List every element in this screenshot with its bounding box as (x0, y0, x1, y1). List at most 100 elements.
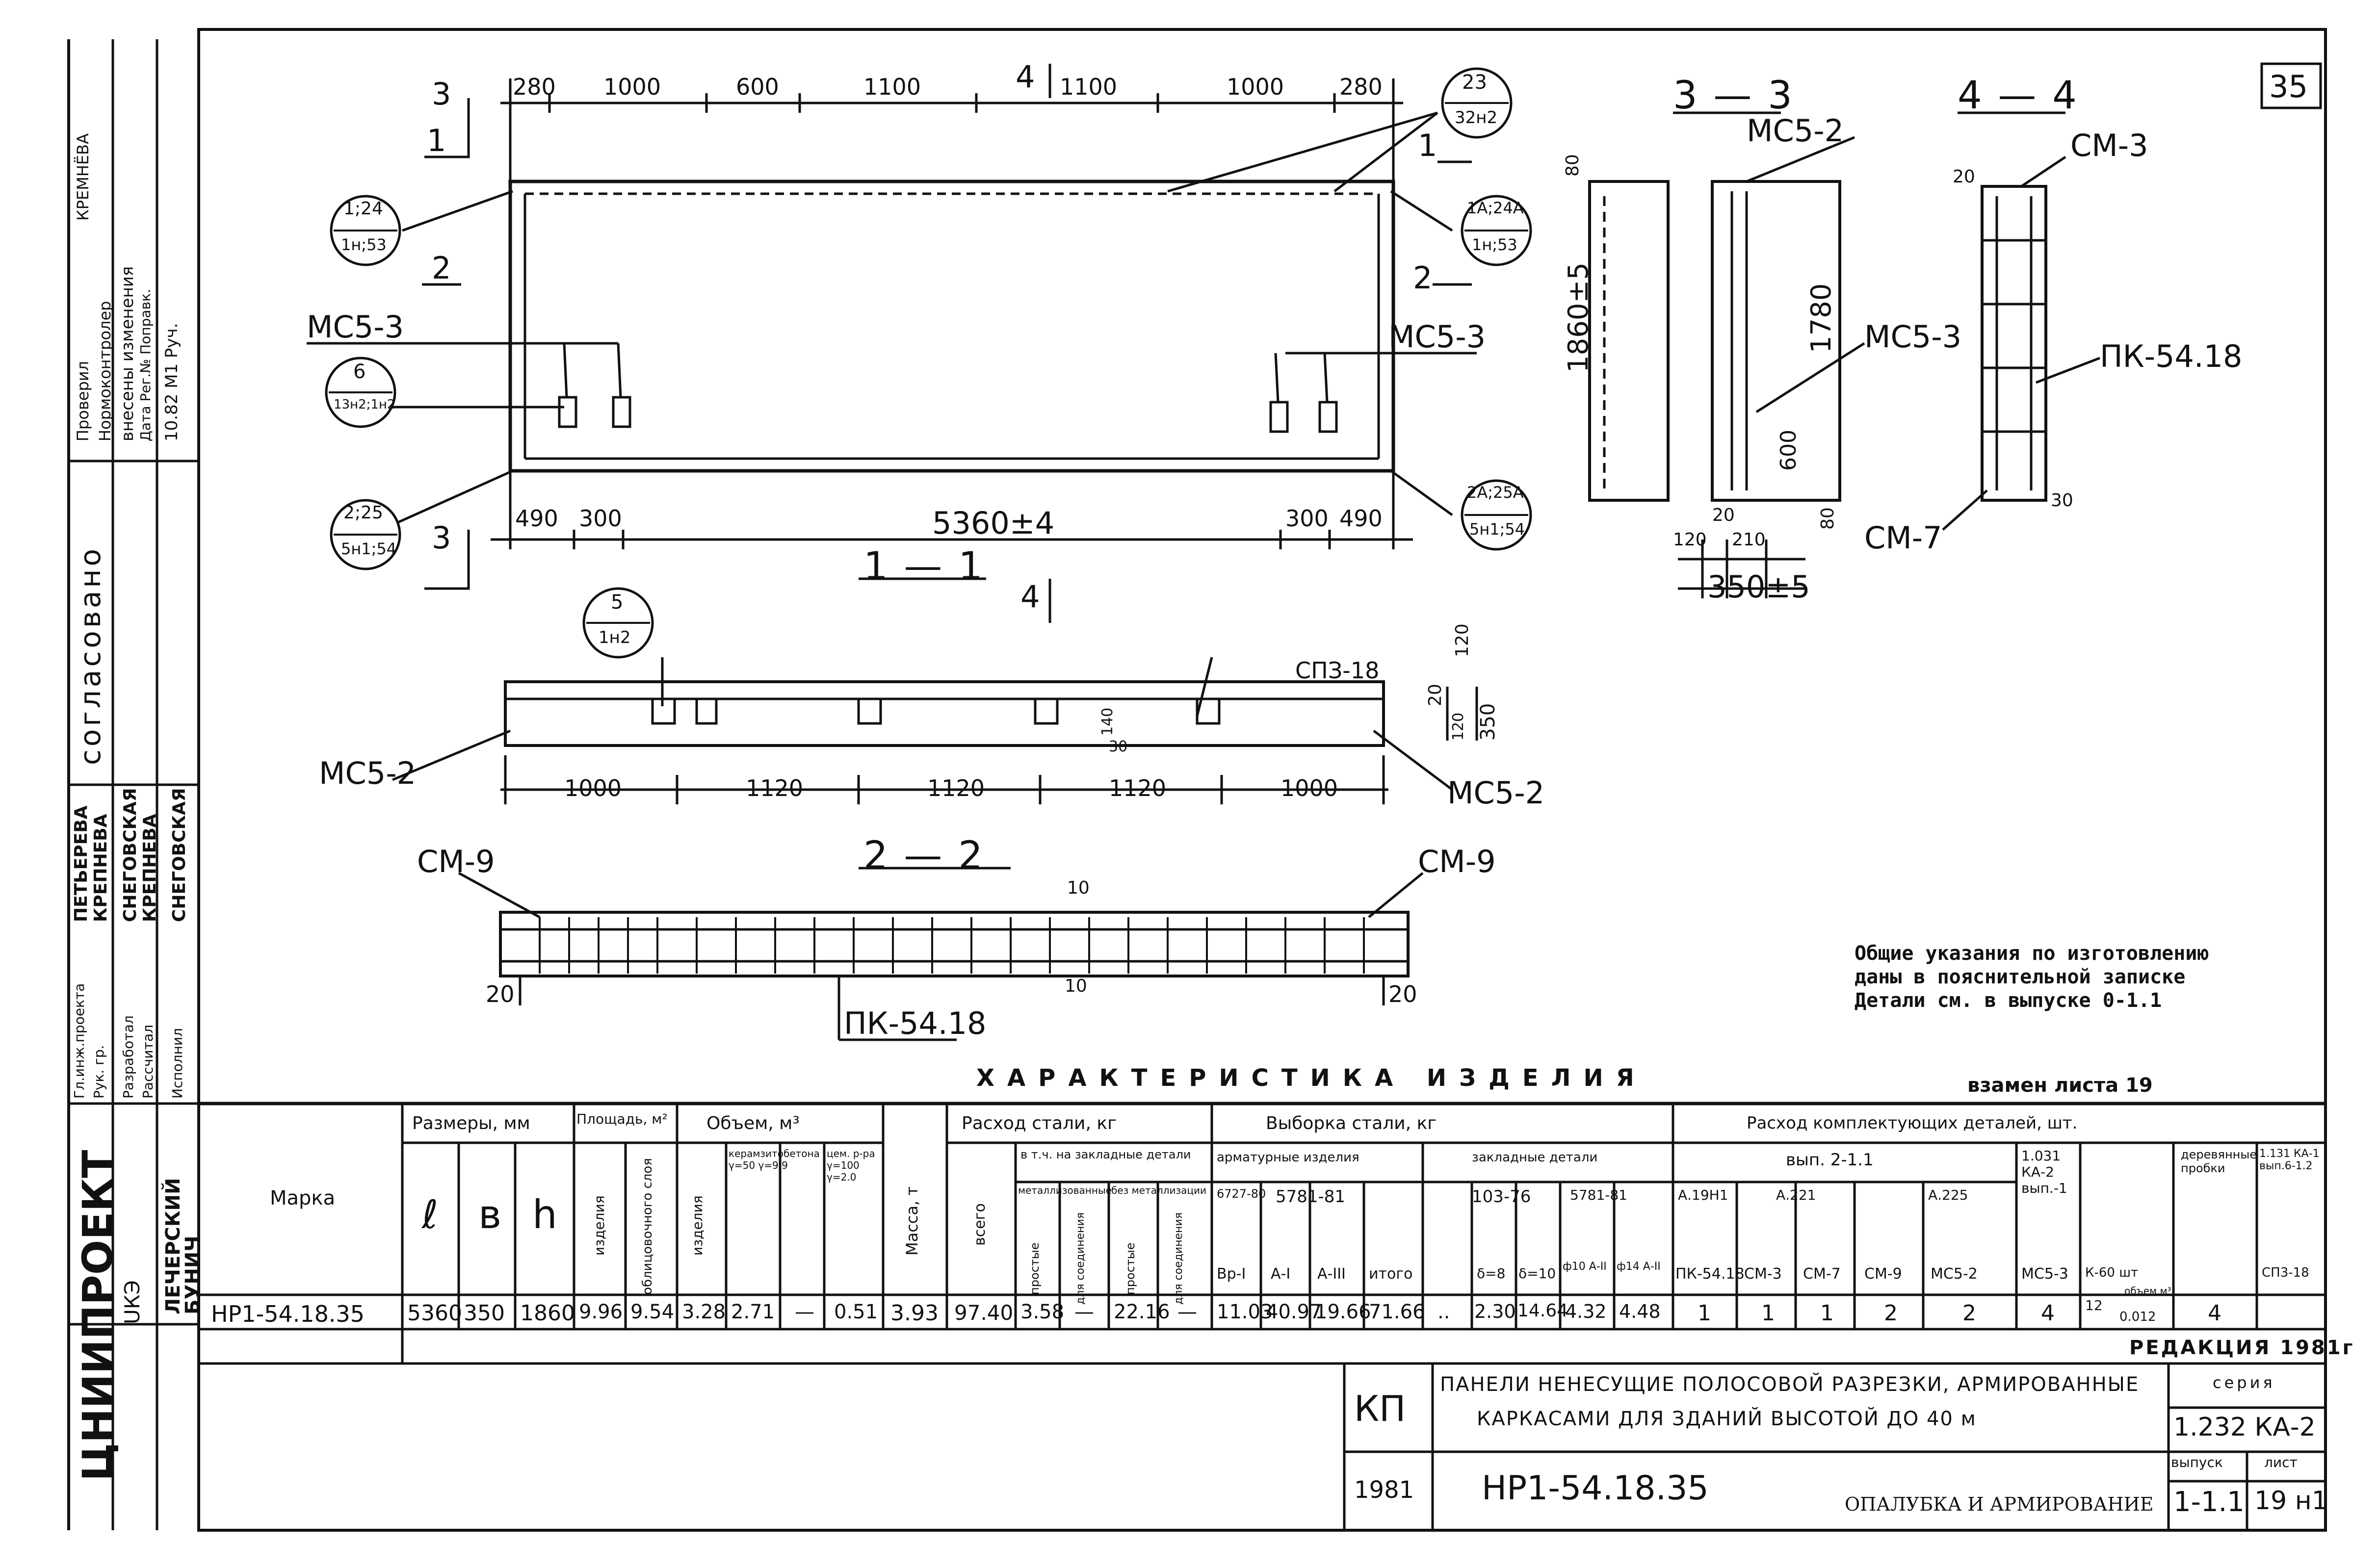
role-dev: Разработал (120, 1015, 136, 1099)
td-st4: — (1177, 1301, 1197, 1323)
s22-dim-10-bottom: 10 (1065, 976, 1087, 996)
section-2-2-title: 2 — 2 (863, 834, 985, 878)
th-parts-1031: 1.031 КА-2 вып.-1 (2021, 1148, 2067, 1196)
changes-label: внесены изменения (118, 266, 137, 441)
s11-dim-1120-a: 1120 (746, 775, 804, 801)
replaces-sheet: взамен листа 19 (1967, 1074, 2153, 1097)
th-parts-a221: А.221 (1776, 1187, 1816, 1203)
th-steel-total: всего (971, 1203, 989, 1246)
s33-dim-1780: 1780 (1805, 283, 1837, 353)
role-calc: Рассчитал (140, 1025, 156, 1099)
dim-bottom-490-left: 490 (515, 505, 558, 532)
tb-title-line-2: КАРКАСАМИ ДЛЯ ЗДАНИЙ ВЫСОТОЙ ДО 40 м (1477, 1408, 1977, 1430)
td-steel-total: 97.40 (954, 1301, 1014, 1325)
td-itogo: 71.66 (1369, 1301, 1425, 1323)
s44-label-cm3: СМ-3 (2070, 128, 2148, 163)
s11-label-sp: СПЗ-18 (1295, 657, 1380, 684)
callout-1-24-top: 1;24 (343, 199, 383, 219)
th-sel-f10: ф10 А-II (1563, 1260, 1607, 1273)
tb-sheet-label: лист (2264, 1454, 2298, 1470)
org-name: ЦНИИПРОЕКТ (74, 1150, 122, 1481)
tb-issue-label: выпуск (2171, 1454, 2223, 1470)
callout-1-24-bottom: 1н;53 (341, 235, 387, 254)
td-d10: 2.30 (1474, 1301, 1516, 1322)
th-area-item: изделия (591, 1195, 607, 1256)
td-cm7: 1 (1820, 1301, 1834, 1326)
th-area: Площадь, м² (576, 1111, 668, 1127)
section-3-3-title: 3 — 3 (1673, 74, 1794, 118)
td-k60: 12 (2085, 1297, 2103, 1313)
s22-dim-10-top: 10 (1067, 878, 1090, 898)
s22-label-cm9-left: СМ-9 (417, 844, 495, 879)
th-part-cm3: СМ-3 (1744, 1265, 1782, 1283)
td-a1: 40.97 (1266, 1301, 1322, 1323)
callout-5-top: 5 (611, 591, 624, 614)
s11-side-dim-350: 350 (1477, 703, 1499, 741)
th-volume: Объем, м³ (706, 1113, 800, 1133)
th-h: h (532, 1192, 557, 1237)
section-4-4-title: 4 — 4 (1958, 74, 2079, 118)
td-f10b: 4.32 (1565, 1301, 1607, 1322)
general-notes: Общие указания по изготовлению даны в по… (1855, 942, 2209, 1012)
cut-mark-3-top: 3 (432, 76, 451, 112)
th-part-pk: ПК-54.18 (1675, 1265, 1745, 1283)
label-mc5-3-right: МС5-3 (1388, 319, 1486, 355)
role-gip: Гл.инж.проекта (71, 983, 87, 1099)
kremneva-signature: КРЕМНЁВА (74, 133, 92, 221)
s22-label-cm9-right: СМ-9 (1418, 844, 1496, 879)
date-label: Дата Рег.№ Поправк. (137, 289, 154, 441)
td-st3: 22.16 (1114, 1301, 1170, 1323)
s11-dim-1000-right: 1000 (1280, 775, 1338, 801)
th-mark: Марка (270, 1187, 336, 1209)
approved-label: согласовано (74, 546, 107, 765)
tb-title-line-1: ПАНЕЛИ НЕНЕСУЩИЕ ПОЛОСОВОЙ РАЗРЕЗКИ, АРМ… (1440, 1373, 2140, 1396)
dim-bottom-490-right: 490 (1339, 505, 1383, 532)
th-parts-1131: 1.131 КА-1 вып.6-1.2 (2259, 1148, 2320, 1172)
td-st1: 3.58 (1020, 1301, 1065, 1323)
characteristics-title: ХАРАКТЕРИСТИКА ИЗДЕЛИЯ (976, 1064, 1647, 1092)
td-vol4: 0.51 (834, 1301, 878, 1323)
th-sel-vr1: Вр-I (1217, 1265, 1246, 1283)
s11-side-dim-120: 120 (1452, 623, 1472, 657)
notes-line-1: Общие указания по изготовлению (1855, 942, 2209, 965)
dim-top-600: 600 (736, 74, 779, 100)
callout-2-25-top: 2;25 (343, 503, 383, 523)
cut-mark-4-bottom: 4 (1020, 579, 1040, 615)
td-cm3: 1 (1761, 1301, 1775, 1326)
s11-label-mc5-2-right: МС5-2 (1447, 775, 1545, 811)
td-vol2: 2.71 (731, 1301, 775, 1323)
th-mass: Масса, т (903, 1186, 921, 1256)
th-l: ℓ (422, 1192, 439, 1237)
td-st2: — (1074, 1301, 1094, 1323)
callout-1a-24a-bottom: 1н;53 (1472, 235, 1517, 254)
tb-sheet: 19 н1 (2254, 1486, 2328, 1516)
th-std-5781b: 5781-81 (1570, 1187, 1627, 1203)
th-sizes: Размеры, мм (412, 1113, 530, 1133)
cut-mark-4-top: 4 (1016, 59, 1035, 95)
td-mc53: 4 (2041, 1301, 2055, 1326)
dim-top-1000-left: 1000 (603, 74, 661, 100)
th-parts-vyp2: вып. 2-1.1 (1786, 1150, 1874, 1170)
dim-bottom-300-left: 300 (579, 505, 622, 532)
s11-label-mc5-2-left: МС5-2 (319, 755, 417, 791)
th-sel-d10: δ=10 (1518, 1265, 1556, 1282)
th-parts-wood: деревянные пробки (2181, 1148, 2257, 1175)
s44-label-pk: ПК-54.18 (2100, 338, 2243, 374)
td-b: 350 (464, 1301, 505, 1326)
dim-bottom-300-right: 300 (1285, 505, 1329, 532)
dept-label: UКЭ (120, 1280, 144, 1324)
role-rg: Рук. гр. (91, 1045, 107, 1099)
td-sp: 4 (2208, 1301, 2221, 1326)
td-mark: НР1-54.18.35 (211, 1301, 365, 1327)
th-b: в (478, 1192, 502, 1237)
th-part-k60-vol: объем м³ (2124, 1285, 2171, 1297)
dim-top-280-right: 280 (1339, 74, 1383, 100)
td-f14: 4.48 (1619, 1301, 1661, 1322)
td-vol1: 3.28 (682, 1301, 726, 1323)
th-std-6727: 6727-80 (1217, 1187, 1266, 1201)
s11-dim-1120-c: 1120 (1109, 775, 1167, 801)
th-area-facing: облицовочного слоя (640, 1158, 655, 1295)
th-std-103: 103-76 (1472, 1187, 1531, 1207)
s11-dim-1000-left: 1000 (564, 775, 622, 801)
